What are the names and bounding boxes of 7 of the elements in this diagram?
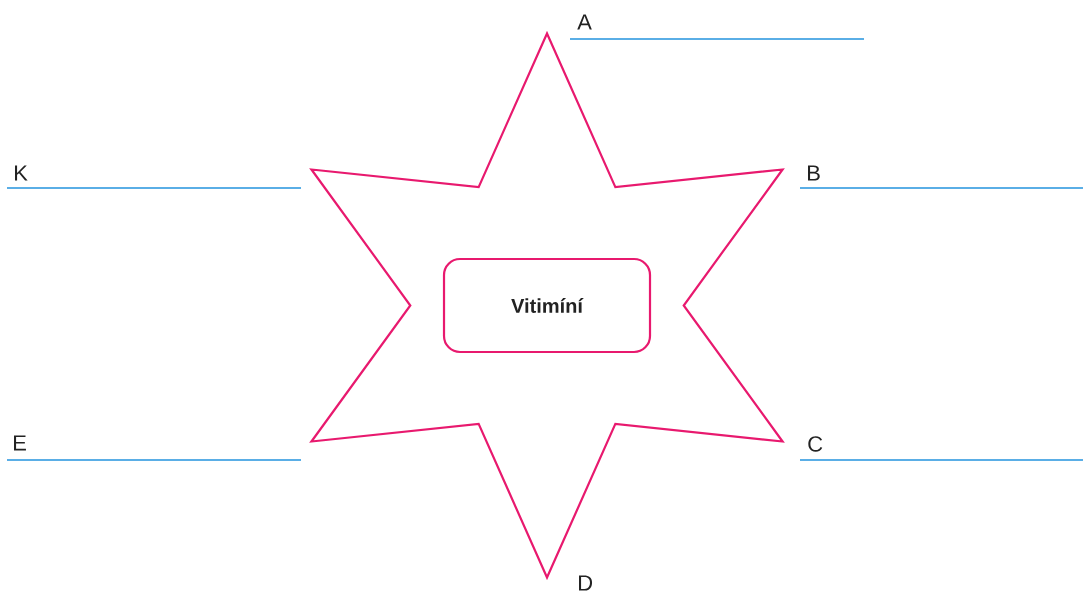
letter-label: K (15, 165, 28, 181)
text-box: Vitimíní (442, 257, 652, 354)
letter-label: D (579, 575, 593, 591)
letter-label: E (14, 435, 26, 451)
letter-label: B (808, 165, 820, 181)
letter-label: A (577, 14, 592, 30)
letter-label: C (808, 436, 823, 452)
